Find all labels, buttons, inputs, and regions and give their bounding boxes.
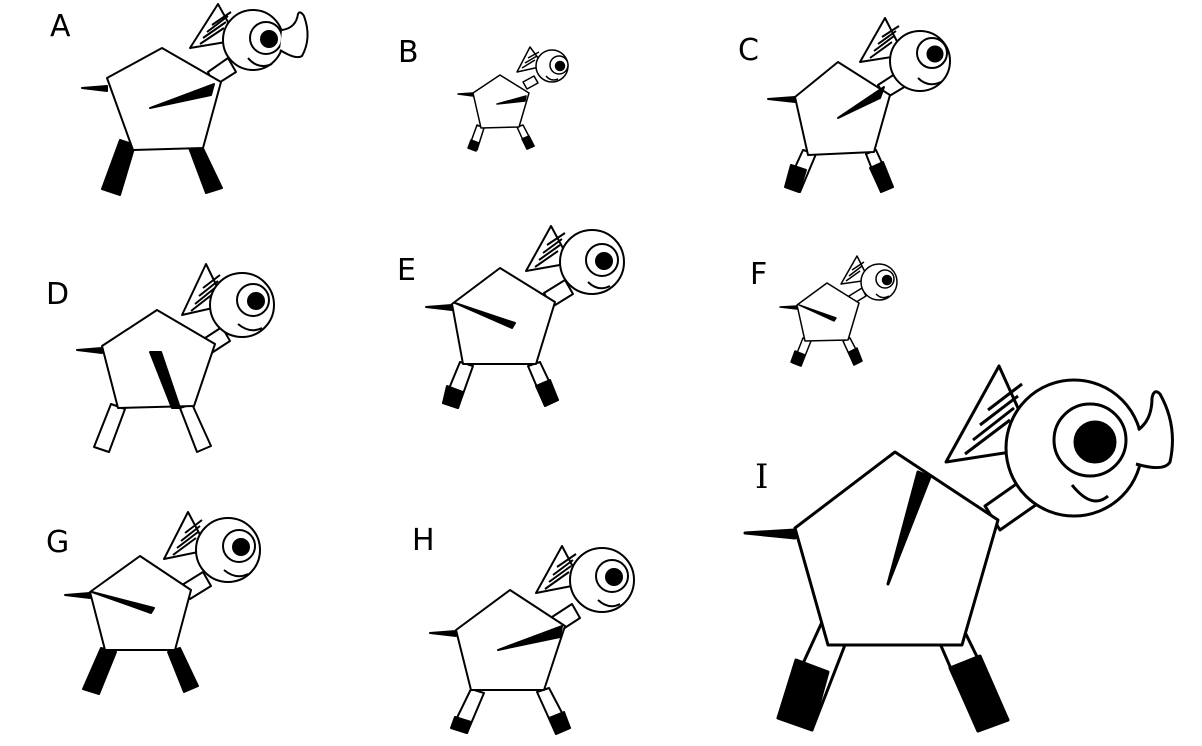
option-f-mouth xyxy=(875,293,890,299)
option-h-spike xyxy=(497,625,563,651)
option-i-creature xyxy=(743,364,1174,733)
option-f-spike xyxy=(798,304,837,322)
option-b-pupil xyxy=(554,60,566,72)
option-g-body xyxy=(89,555,192,651)
option-b-creature xyxy=(457,46,569,152)
option-f-tail xyxy=(779,305,798,310)
option-i-label: I xyxy=(755,457,768,497)
option-a-label: A xyxy=(50,9,71,44)
option-f-creature xyxy=(779,255,898,367)
option-e-spike xyxy=(454,302,516,329)
option-g-pupil xyxy=(232,538,250,556)
option-i-spike xyxy=(886,470,932,586)
option-a-horn xyxy=(279,11,309,59)
option-d-leg-back xyxy=(93,403,126,453)
option-e-leg-back-tip xyxy=(442,385,464,409)
option-h-mouth xyxy=(597,599,621,608)
option-c-creature xyxy=(767,17,951,193)
option-a[interactable]: A xyxy=(50,3,309,196)
option-i-mouth xyxy=(1070,484,1109,503)
option-g-spike xyxy=(91,591,155,614)
option-c[interactable]: C xyxy=(738,17,951,193)
option-f[interactable]: F xyxy=(750,255,898,367)
option-f-pupil xyxy=(881,274,893,286)
option-d-spike xyxy=(149,351,181,409)
option-g-tail xyxy=(64,592,91,599)
option-f-label: F xyxy=(750,257,767,292)
option-d-mouth xyxy=(237,323,263,332)
option-a-mouth xyxy=(247,57,273,67)
option-b-mouth xyxy=(545,75,559,81)
option-a-body xyxy=(106,47,222,151)
option-c-leg-front-tip xyxy=(869,161,894,193)
option-d[interactable]: D xyxy=(46,263,275,453)
option-d-creature xyxy=(76,263,275,453)
option-h-creature xyxy=(429,545,635,735)
option-c-label: C xyxy=(738,33,759,68)
option-g-mouth xyxy=(223,569,249,578)
option-i-pupil xyxy=(1073,420,1117,464)
option-c-tail xyxy=(767,96,796,103)
option-e-mouth xyxy=(587,281,611,290)
option-e-tail xyxy=(425,304,453,311)
option-c-spike xyxy=(837,86,885,119)
option-g-creature xyxy=(64,511,261,695)
option-b-tail xyxy=(457,92,474,97)
option-d-leg-front xyxy=(179,403,212,453)
option-g-leg-front xyxy=(167,647,199,693)
option-c-leg-back-tip xyxy=(784,164,807,193)
option-i-leg-front-tip xyxy=(948,654,1010,733)
option-b-spike xyxy=(496,95,527,105)
option-h-pupil xyxy=(605,568,623,586)
option-d-pupil xyxy=(247,292,265,310)
option-c-body xyxy=(794,61,891,156)
option-i[interactable]: I xyxy=(743,364,1174,733)
option-e-body xyxy=(451,267,556,365)
option-b-label: B xyxy=(398,35,419,70)
option-h-body xyxy=(455,589,566,691)
option-b-leg-front-tip xyxy=(521,135,535,150)
option-h-tail xyxy=(429,630,457,637)
option-h-leg-back-tip xyxy=(450,716,472,734)
option-e-pupil xyxy=(595,252,613,270)
option-g[interactable]: G xyxy=(46,511,261,695)
option-i-tail xyxy=(743,528,797,540)
option-f-leg-front-tip xyxy=(848,347,863,366)
option-h-leg-front-tip xyxy=(548,711,571,735)
option-f-body xyxy=(796,282,860,342)
option-a-creature xyxy=(81,3,309,196)
option-a-leg-back xyxy=(101,139,136,196)
option-d-tail xyxy=(76,347,103,354)
option-f-leg-back-tip xyxy=(790,350,806,367)
option-b-leg-back-tip xyxy=(467,139,480,152)
option-g-label: G xyxy=(46,525,69,560)
option-a-spike xyxy=(149,83,215,109)
option-b-neck xyxy=(522,75,539,90)
option-e-creature xyxy=(425,225,625,409)
option-b-body xyxy=(472,74,530,129)
option-e-leg-front-tip xyxy=(535,379,559,407)
option-h[interactable]: H xyxy=(412,523,635,735)
option-e[interactable]: E xyxy=(397,225,625,409)
option-i-horn xyxy=(1135,390,1174,469)
option-g-leg-back xyxy=(82,647,117,695)
option-c-pupil xyxy=(926,45,944,63)
option-a-leg-front xyxy=(187,141,223,194)
option-b[interactable]: B xyxy=(398,35,569,152)
option-i-leg-back-tip xyxy=(776,658,830,732)
option-a-tail xyxy=(81,85,108,92)
option-e-label: E xyxy=(397,253,416,288)
option-h-label: H xyxy=(412,523,435,558)
option-d-label: D xyxy=(46,277,69,312)
option-a-pupil xyxy=(260,30,278,48)
option-c-mouth xyxy=(917,77,942,86)
